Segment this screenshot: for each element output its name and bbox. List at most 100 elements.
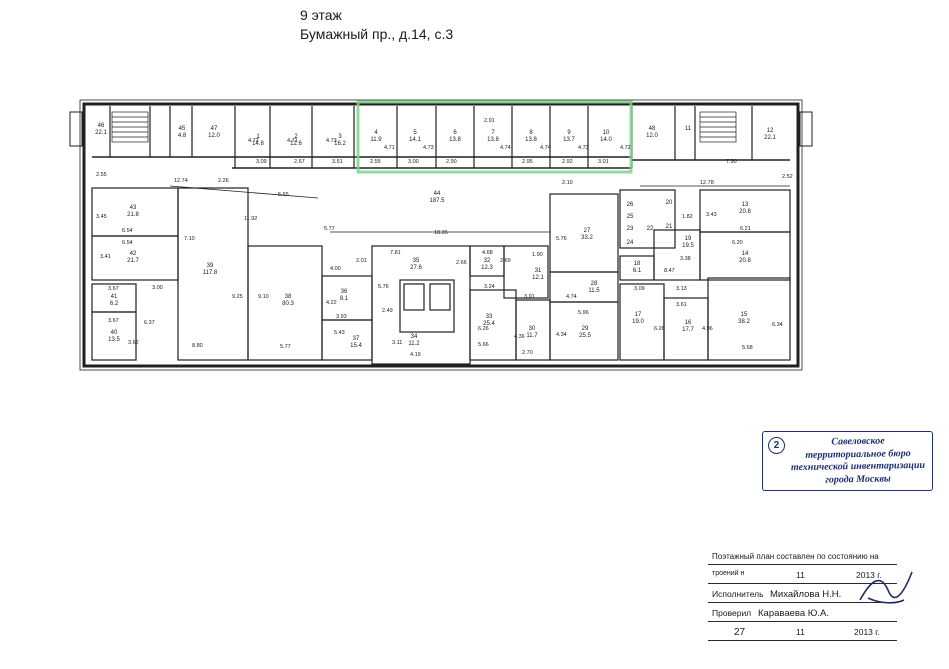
svg-text:2.55: 2.55 (370, 159, 381, 165)
right-window (799, 111, 813, 147)
year-1: 2013 г. (856, 570, 882, 580)
svg-text:14.8: 14.8 (252, 141, 264, 147)
address-label: Бумажный пр., д.14, с.3 (300, 26, 454, 42)
svg-text:20.8: 20.8 (739, 209, 751, 215)
document-title: 9 этаж Бумажный пр., д.14, с.3 (300, 6, 453, 44)
svg-text:6.34: 6.34 (772, 322, 783, 328)
svg-text:5.96: 5.96 (578, 310, 589, 316)
svg-text:9.25: 9.25 (232, 294, 243, 300)
svg-text:4: 4 (374, 130, 378, 136)
svg-text:36: 36 (341, 289, 348, 295)
svg-text:25.4: 25.4 (483, 321, 495, 327)
svg-text:6.37: 6.37 (144, 320, 155, 326)
svg-text:11.9: 11.9 (370, 137, 382, 143)
statement-text: Поэтажный план составлен по состоянию на (712, 552, 879, 561)
svg-text:4.36: 4.36 (514, 334, 525, 340)
svg-text:5.76: 5.76 (378, 284, 389, 290)
svg-text:1.82: 1.82 (682, 214, 693, 220)
svg-text:9.10: 9.10 (258, 294, 269, 300)
svg-text:2.66: 2.66 (456, 260, 467, 266)
svg-text:12.78: 12.78 (700, 180, 714, 186)
svg-text:32: 32 (484, 258, 491, 264)
svg-text:10: 10 (603, 130, 610, 136)
svg-text:11.92: 11.92 (244, 216, 257, 222)
svg-text:6.26: 6.26 (478, 326, 489, 332)
svg-text:24: 24 (627, 240, 634, 246)
svg-text:16.2: 16.2 (334, 141, 346, 147)
svg-text:6.1: 6.1 (633, 268, 642, 274)
svg-text:4.73: 4.73 (326, 138, 337, 144)
svg-text:2.49: 2.49 (382, 308, 393, 314)
svg-text:12.0: 12.0 (208, 133, 220, 139)
signature-block: Поэтажный план составлен по состоянию на… (708, 550, 897, 641)
svg-text:1: 1 (256, 134, 260, 140)
svg-text:7.10: 7.10 (184, 236, 195, 242)
svg-text:12.3: 12.3 (481, 265, 493, 271)
svg-text:37: 37 (353, 336, 360, 342)
svg-text:16: 16 (685, 320, 692, 326)
checked-line: Проверил Караваева Ю.А. (708, 603, 897, 622)
stamp-line-4: города Москвы (825, 472, 891, 486)
room-labels: 46 22.1 45 4.8 47 12.0 1 14.8 2 12.6 3 1… (95, 123, 776, 349)
svg-text:43: 43 (130, 205, 137, 211)
svg-text:4.74: 4.74 (540, 145, 551, 151)
svg-text:2.91: 2.91 (484, 118, 495, 124)
svg-text:3.09: 3.09 (256, 159, 267, 165)
svg-text:30: 30 (529, 326, 536, 332)
svg-text:7: 7 (491, 130, 495, 136)
svg-text:7.81: 7.81 (390, 250, 401, 256)
svg-text:41: 41 (111, 294, 118, 300)
svg-text:11.2: 11.2 (408, 341, 420, 347)
svg-text:1.90: 1.90 (532, 252, 543, 258)
svg-text:2.69: 2.69 (500, 258, 511, 264)
svg-text:12.6: 12.6 (290, 141, 302, 147)
svg-text:20: 20 (666, 200, 673, 206)
svg-text:45: 45 (179, 126, 186, 132)
svg-text:9: 9 (567, 130, 571, 136)
building-outline-outer (79, 99, 803, 371)
svg-text:6.54: 6.54 (122, 240, 133, 246)
svg-text:44: 44 (434, 191, 441, 197)
svg-text:4.22: 4.22 (326, 300, 337, 306)
svg-text:2.92: 2.92 (562, 159, 573, 165)
svg-text:8.1: 8.1 (340, 296, 349, 302)
svg-text:42: 42 (130, 251, 137, 257)
svg-text:3: 3 (338, 134, 342, 140)
svg-text:19.0: 19.0 (632, 319, 644, 325)
svg-text:3.51: 3.51 (332, 159, 343, 165)
svg-text:3.91: 3.91 (524, 294, 535, 300)
svg-text:6.21: 6.21 (740, 226, 751, 232)
svg-text:4.34: 4.34 (556, 332, 567, 338)
svg-text:3.93: 3.93 (336, 314, 347, 320)
svg-text:2.52: 2.52 (782, 174, 793, 180)
svg-text:2.01: 2.01 (356, 258, 367, 264)
left-window (69, 111, 83, 147)
svg-text:117.8: 117.8 (203, 270, 218, 276)
svg-text:12.0: 12.0 (646, 133, 658, 139)
executor-label: Исполнитель (712, 589, 764, 599)
svg-text:5.68: 5.68 (742, 345, 753, 351)
svg-text:3.38: 3.38 (680, 256, 691, 262)
svg-text:14.1: 14.1 (409, 137, 421, 143)
svg-text:4.00: 4.00 (330, 266, 341, 272)
svg-text:8.47: 8.47 (664, 268, 675, 274)
svg-text:3.45: 3.45 (96, 214, 107, 220)
svg-text:2.55: 2.55 (96, 172, 107, 178)
svg-text:4.74: 4.74 (566, 294, 577, 300)
svg-text:3.61: 3.61 (676, 302, 687, 308)
svg-text:21.7: 21.7 (127, 258, 139, 264)
svg-text:17.7: 17.7 (682, 327, 694, 333)
svg-text:25: 25 (627, 214, 634, 220)
executor-name: Михайлова Н.Н. (770, 589, 842, 600)
svg-text:19: 19 (685, 236, 692, 242)
svg-text:2.26: 2.26 (218, 178, 229, 184)
executor-line: Исполнитель Михайлова Н.Н. (708, 584, 897, 603)
highlighted-area (356, 100, 633, 174)
svg-text:187.5: 187.5 (429, 198, 445, 204)
building-outline (82, 102, 800, 368)
svg-text:4.68: 4.68 (482, 250, 493, 256)
year-2: 2013 г. (854, 627, 880, 637)
svg-text:13.7: 13.7 (563, 137, 575, 143)
svg-text:7.90: 7.90 (726, 159, 737, 165)
